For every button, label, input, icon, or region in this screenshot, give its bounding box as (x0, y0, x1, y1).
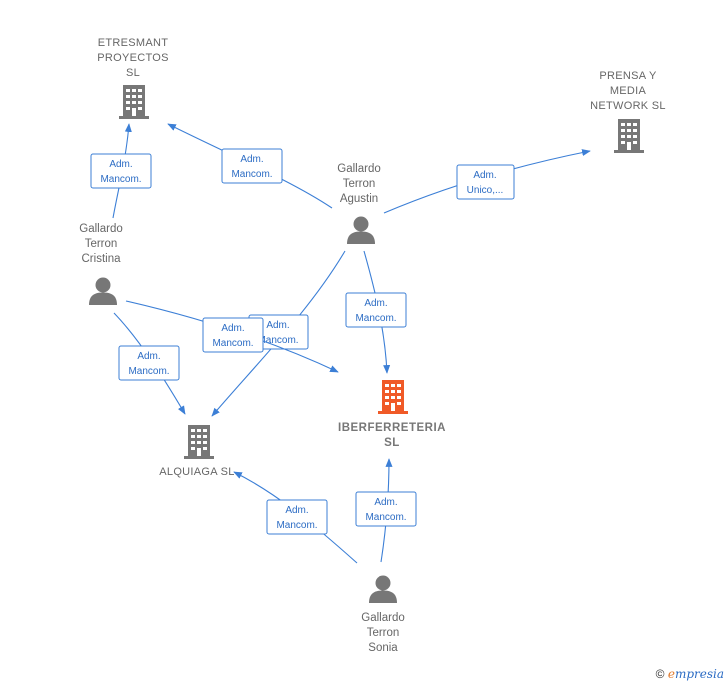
node-label-line: PROYECTOS (97, 52, 169, 64)
building-icon (119, 85, 149, 119)
edge-label[interactable]: Adm. Mancom. (118, 345, 180, 381)
edge-label-line: Adm. (221, 323, 244, 334)
edge-sonia-iberferreteria: Adm. Mancom. (355, 458, 417, 563)
node-label-line: Sonia (368, 642, 398, 654)
edge-label-line: Mancom. (128, 366, 169, 377)
node-label-line: Terron (343, 178, 376, 190)
node-label-line: Gallardo (79, 223, 122, 235)
node-label-line: SL (126, 67, 140, 79)
node-prensa[interactable]: PRENSA Y MEDIA NETWORK SL (590, 70, 666, 153)
copyright-symbol: © (655, 667, 665, 681)
node-label-line: Terron (85, 238, 118, 250)
node-label-line: ETRESMANT (98, 37, 169, 49)
node-label-line: SL (384, 437, 400, 449)
node-iberferreteria[interactable]: IBERFERRETERIA SL (338, 380, 446, 449)
person-icon (347, 216, 375, 244)
edge-label[interactable]: Adm. Unico,... (456, 164, 515, 200)
edge-label-line: Adm. (374, 497, 397, 508)
edge-agustin-alquiaga: Adm. Mancom. (211, 250, 346, 417)
edge-label-line: Adm. (137, 351, 160, 362)
edge-label-line: Adm. (364, 298, 387, 309)
edge-agustin-etresmant: Adm. Mancom. (167, 123, 333, 209)
node-etresmant[interactable]: ETRESMANT PROYECTOS SL (97, 37, 169, 119)
edge-label[interactable]: Adm. Mancom. (90, 153, 152, 189)
node-label-line: Agustin (340, 193, 378, 205)
brand-initial: e (667, 667, 675, 681)
edge-cristina-etresmant: Adm. Mancom. (90, 123, 152, 219)
footer-branding: © empresia (656, 667, 724, 681)
edge-label-line: Mancom. (257, 335, 298, 346)
edge-label[interactable]: Adm. Mancom. (355, 491, 417, 527)
edge-agustin-iberferreteria: Adm. Mancom. (345, 250, 407, 374)
node-cristina[interactable]: Gallardo Terron Cristina (79, 223, 123, 305)
edge-label-line: Unico,... (467, 185, 504, 196)
edge-cristina-alquiaga: Adm. Mancom. (113, 312, 186, 415)
building-icon (378, 380, 408, 414)
edge-cristina-iberferreteria: Adm. Mancom. (125, 300, 339, 373)
edge-sonia-alquiaga: Adm. Mancom. (233, 471, 358, 564)
node-label-line: NETWORK SL (590, 100, 666, 112)
edge-label-line: Adm. (109, 159, 132, 170)
node-alquiaga[interactable]: ALQUIAGA SL (159, 425, 234, 478)
node-label-line: IBERFERRETERIA (338, 422, 446, 434)
edge-label[interactable]: Adm. Mancom. (266, 499, 328, 535)
node-label-line: ALQUIAGA SL (159, 466, 234, 478)
edge-label-line: Adm. (240, 154, 263, 165)
edge-label-line: Mancom. (365, 512, 406, 523)
building-icon (614, 119, 644, 153)
edge-label[interactable]: Adm. Mancom. (221, 148, 283, 184)
edge-agustin-prensa: Adm. Unico,... (383, 149, 591, 214)
node-sonia[interactable]: Gallardo Terron Sonia (361, 575, 405, 655)
edge-label-line: Mancom. (355, 313, 396, 324)
node-agustin[interactable]: Gallardo Terron Agustin (337, 163, 381, 244)
edge-label-line: Mancom. (276, 520, 317, 531)
person-icon (369, 575, 397, 603)
node-label-line: MEDIA (610, 85, 647, 97)
brand-name: mpresia (674, 667, 724, 681)
edge-label-line: Adm. (266, 320, 289, 331)
edge-label-line: Mancom. (100, 174, 141, 185)
node-label-line: Cristina (82, 253, 122, 265)
node-label-line: Terron (367, 627, 400, 639)
edge-label[interactable]: Adm. Mancom. (345, 292, 407, 328)
edge-label-line: Mancom. (231, 169, 272, 180)
node-label-line: PRENSA Y (599, 70, 657, 82)
edge-label-line: Adm. (285, 505, 308, 516)
edge-label-line: Adm. (473, 170, 496, 181)
person-icon (89, 277, 117, 305)
edge-label[interactable]: Adm. Mancom. (202, 317, 264, 353)
node-label-line: Gallardo (337, 163, 380, 175)
building-icon (184, 425, 214, 459)
edge-label-line: Mancom. (212, 338, 253, 349)
node-label-line: Gallardo (361, 612, 404, 624)
